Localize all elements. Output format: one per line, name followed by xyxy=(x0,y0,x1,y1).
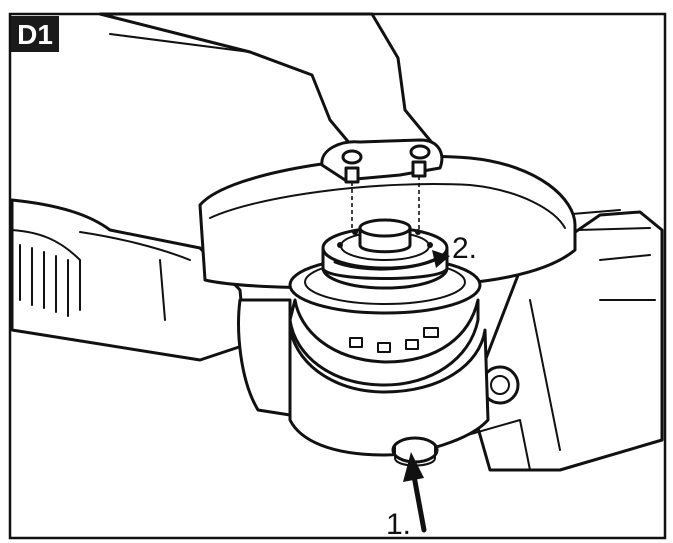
alignment-lines xyxy=(351,176,420,238)
figure-badge-text: D1 xyxy=(17,19,53,50)
rotate-arrow-icon xyxy=(333,250,450,271)
figure-badge: D1 xyxy=(11,16,59,52)
step-2-label: 2. xyxy=(452,232,477,265)
step-1-label: 1. xyxy=(386,508,411,541)
arrow-up-icon xyxy=(403,452,427,533)
spindle-assembly xyxy=(288,218,482,315)
gear-body xyxy=(237,298,490,457)
guard-clamp xyxy=(320,138,444,184)
